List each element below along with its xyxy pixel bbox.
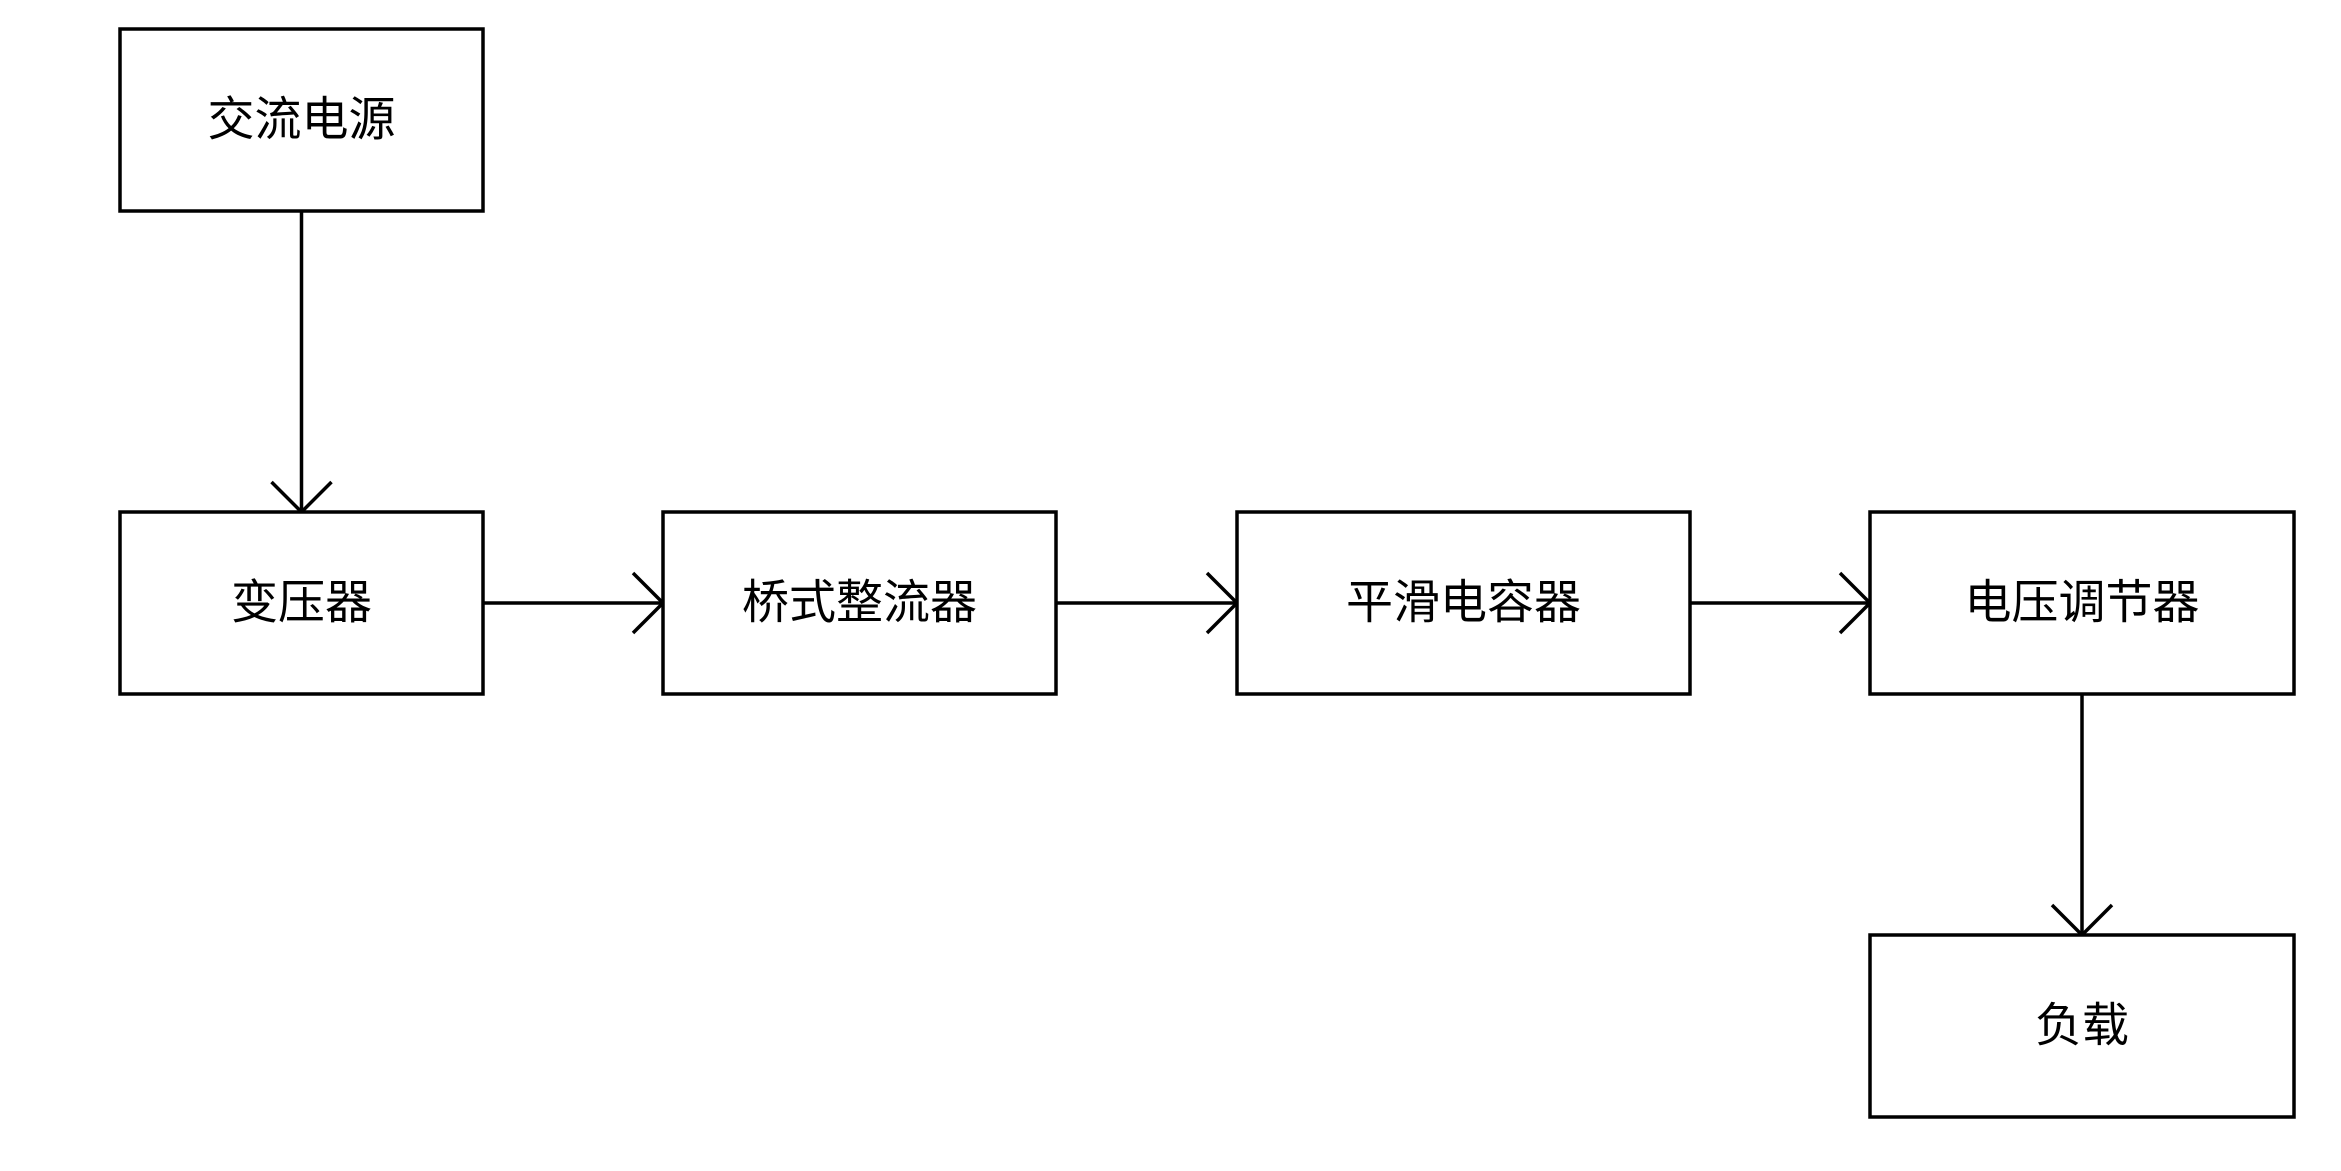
edges-layer: [270, 211, 2114, 938]
node-bridge-rectifier: 桥式整流器: [661, 510, 1058, 696]
node-box: [118, 510, 485, 696]
edge-voltage-regulator-to-load: [2050, 694, 2114, 938]
node-label: 平滑电容器: [1346, 576, 1581, 631]
node-voltage-regulator: 电压调节器: [1868, 510, 2296, 696]
node-label: 电压调节器: [1965, 576, 2200, 631]
node-box: [118, 27, 485, 213]
node-load: 负载: [1868, 933, 2296, 1119]
node-label: 桥式整流器: [742, 576, 977, 631]
node-box: [1235, 510, 1692, 696]
edge-bridge-rectifier-to-smoothing-capacitor: [1056, 571, 1240, 635]
node-box: [1868, 510, 2296, 696]
node-smoothing-capacitor: 平滑电容器: [1235, 510, 1692, 696]
node-label: 负载: [2035, 999, 2129, 1054]
node-label: 变压器: [231, 576, 372, 631]
node-box: [661, 510, 1058, 696]
node-transformer: 变压器: [118, 510, 485, 696]
edge-transformer-to-bridge-rectifier: [483, 571, 666, 635]
node-box: [1868, 933, 2296, 1119]
node-ac-source: 交流电源: [118, 27, 485, 213]
edge-smoothing-capacitor-to-voltage-regulator: [1690, 571, 1873, 635]
edge-ac-source-to-transformer: [270, 211, 333, 515]
node-label: 交流电源: [208, 93, 396, 148]
